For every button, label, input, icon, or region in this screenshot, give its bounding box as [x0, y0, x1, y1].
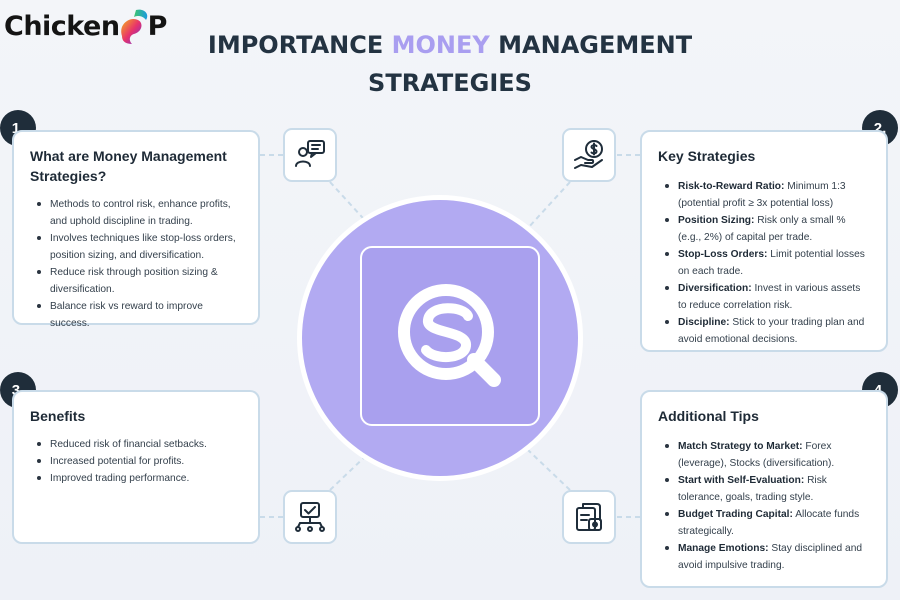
item-text: Invest in various assets to reduce corre…	[678, 283, 861, 311]
center-logo-box	[360, 246, 540, 426]
hand-dollar-icon	[574, 140, 603, 169]
page-title: IMPORTANCE MONEY MANAGEMENT STRATEGIES	[180, 26, 720, 102]
item-label: Stop-Loss Orders:	[678, 249, 768, 260]
title-highlight: MONEY	[391, 31, 490, 59]
logo-text: Chicken	[4, 10, 120, 42]
item-label: Discipline:	[678, 317, 730, 328]
item-label: Start with Self-Evaluation:	[678, 475, 805, 486]
card-benefits: Benefits Reduced risk of financial setba…	[12, 390, 260, 544]
bullet-list: Methods to control risk, enhance profits…	[30, 196, 242, 332]
list-item: Increased potential for profits.	[37, 453, 242, 470]
checklist-network-icon-box	[283, 490, 337, 544]
list-item: Improved trading performance.	[37, 470, 242, 487]
list-item: Reduce risk through position sizing & di…	[37, 264, 242, 298]
item-label: Budget Trading Capital:	[678, 509, 793, 520]
logo-suffix: P	[147, 10, 168, 42]
document-tips-icon	[576, 503, 602, 531]
list-item: Methods to control risk, enhance profits…	[37, 196, 242, 230]
list-item: Involves techniques like stop-loss order…	[37, 230, 242, 264]
list-item: Budget Trading Capital: Allocate funds s…	[665, 506, 870, 540]
card-additional-tips: Additional Tips Match Strategy to Market…	[640, 390, 888, 588]
bullet-list: Risk-to-Reward Ratio: Minimum 1:3 (poten…	[658, 178, 870, 348]
list-item: Risk-to-Reward Ratio: Minimum 1:3 (poten…	[665, 178, 870, 212]
card-heading: Additional Tips	[658, 408, 759, 424]
title-line-2: STRATEGIES	[368, 69, 532, 97]
logo-swirl-icon	[120, 9, 147, 44]
item-text: Stick to your trading plan and avoid emo…	[678, 317, 865, 345]
presenter-chat-icon	[295, 140, 325, 167]
list-item: Manage Emotions: Stay disciplined and av…	[665, 540, 870, 574]
card-what-are-strategies: What are Money Management Strategies? Me…	[12, 130, 260, 329]
list-item: Start with Self-Evaluation: Risk toleran…	[665, 472, 870, 506]
search-s-logo-icon	[398, 284, 501, 387]
item-text: Risk only a small % (e.g., 2%) of capita…	[678, 215, 846, 243]
list-item: Match Strategy to Market: Forex (leverag…	[665, 438, 870, 472]
item-label: Risk-to-Reward Ratio:	[678, 181, 785, 192]
item-text: Allocate funds strategically.	[678, 509, 860, 537]
item-label: Manage Emotions:	[678, 543, 769, 554]
item-label: Position Sizing:	[678, 215, 755, 226]
checklist-network-icon	[295, 502, 325, 532]
list-item: Diversification: Invest in various asset…	[665, 280, 870, 314]
bullet-list: Match Strategy to Market: Forex (leverag…	[658, 438, 870, 574]
item-text: Limit potential losses on each trade.	[678, 249, 865, 277]
card-heading: Key Strategies	[658, 148, 756, 164]
card-key-strategies: Key Strategies Risk-to-Reward Ratio: Min…	[640, 130, 888, 352]
list-item: Balance risk vs reward to improve succes…	[37, 298, 242, 332]
list-item: Reduced risk of financial setbacks.	[37, 436, 242, 453]
card-heading: What are Money Management Strategies?	[30, 148, 227, 184]
document-tips-icon-box	[562, 490, 616, 544]
brand-logo[interactable]: Chicken P	[4, 6, 167, 46]
hand-dollar-icon-box	[562, 128, 616, 182]
item-label: Diversification:	[678, 283, 752, 294]
list-item: Position Sizing: Risk only a small % (e.…	[665, 212, 870, 246]
presenter-chat-icon-box	[283, 128, 337, 182]
item-text: Risk tolerance, goals, trading style.	[678, 475, 827, 503]
item-text: Minimum 1:3 (potential profit ≥ 3x poten…	[678, 181, 846, 209]
item-text: Forex (leverage), Stocks (diversificatio…	[678, 441, 835, 469]
item-text: Stay disciplined and avoid impulsive tra…	[678, 543, 863, 571]
title-part-2: MANAGEMENT	[489, 31, 693, 59]
item-label: Match Strategy to Market:	[678, 441, 803, 452]
card-heading: Benefits	[30, 408, 86, 424]
bullet-list: Reduced risk of financial setbacks. Incr…	[30, 436, 242, 487]
title-part-1: IMPORTANCE	[207, 31, 392, 59]
list-item: Discipline: Stick to your trading plan a…	[665, 314, 870, 348]
list-item: Stop-Loss Orders: Limit potential losses…	[665, 246, 870, 280]
